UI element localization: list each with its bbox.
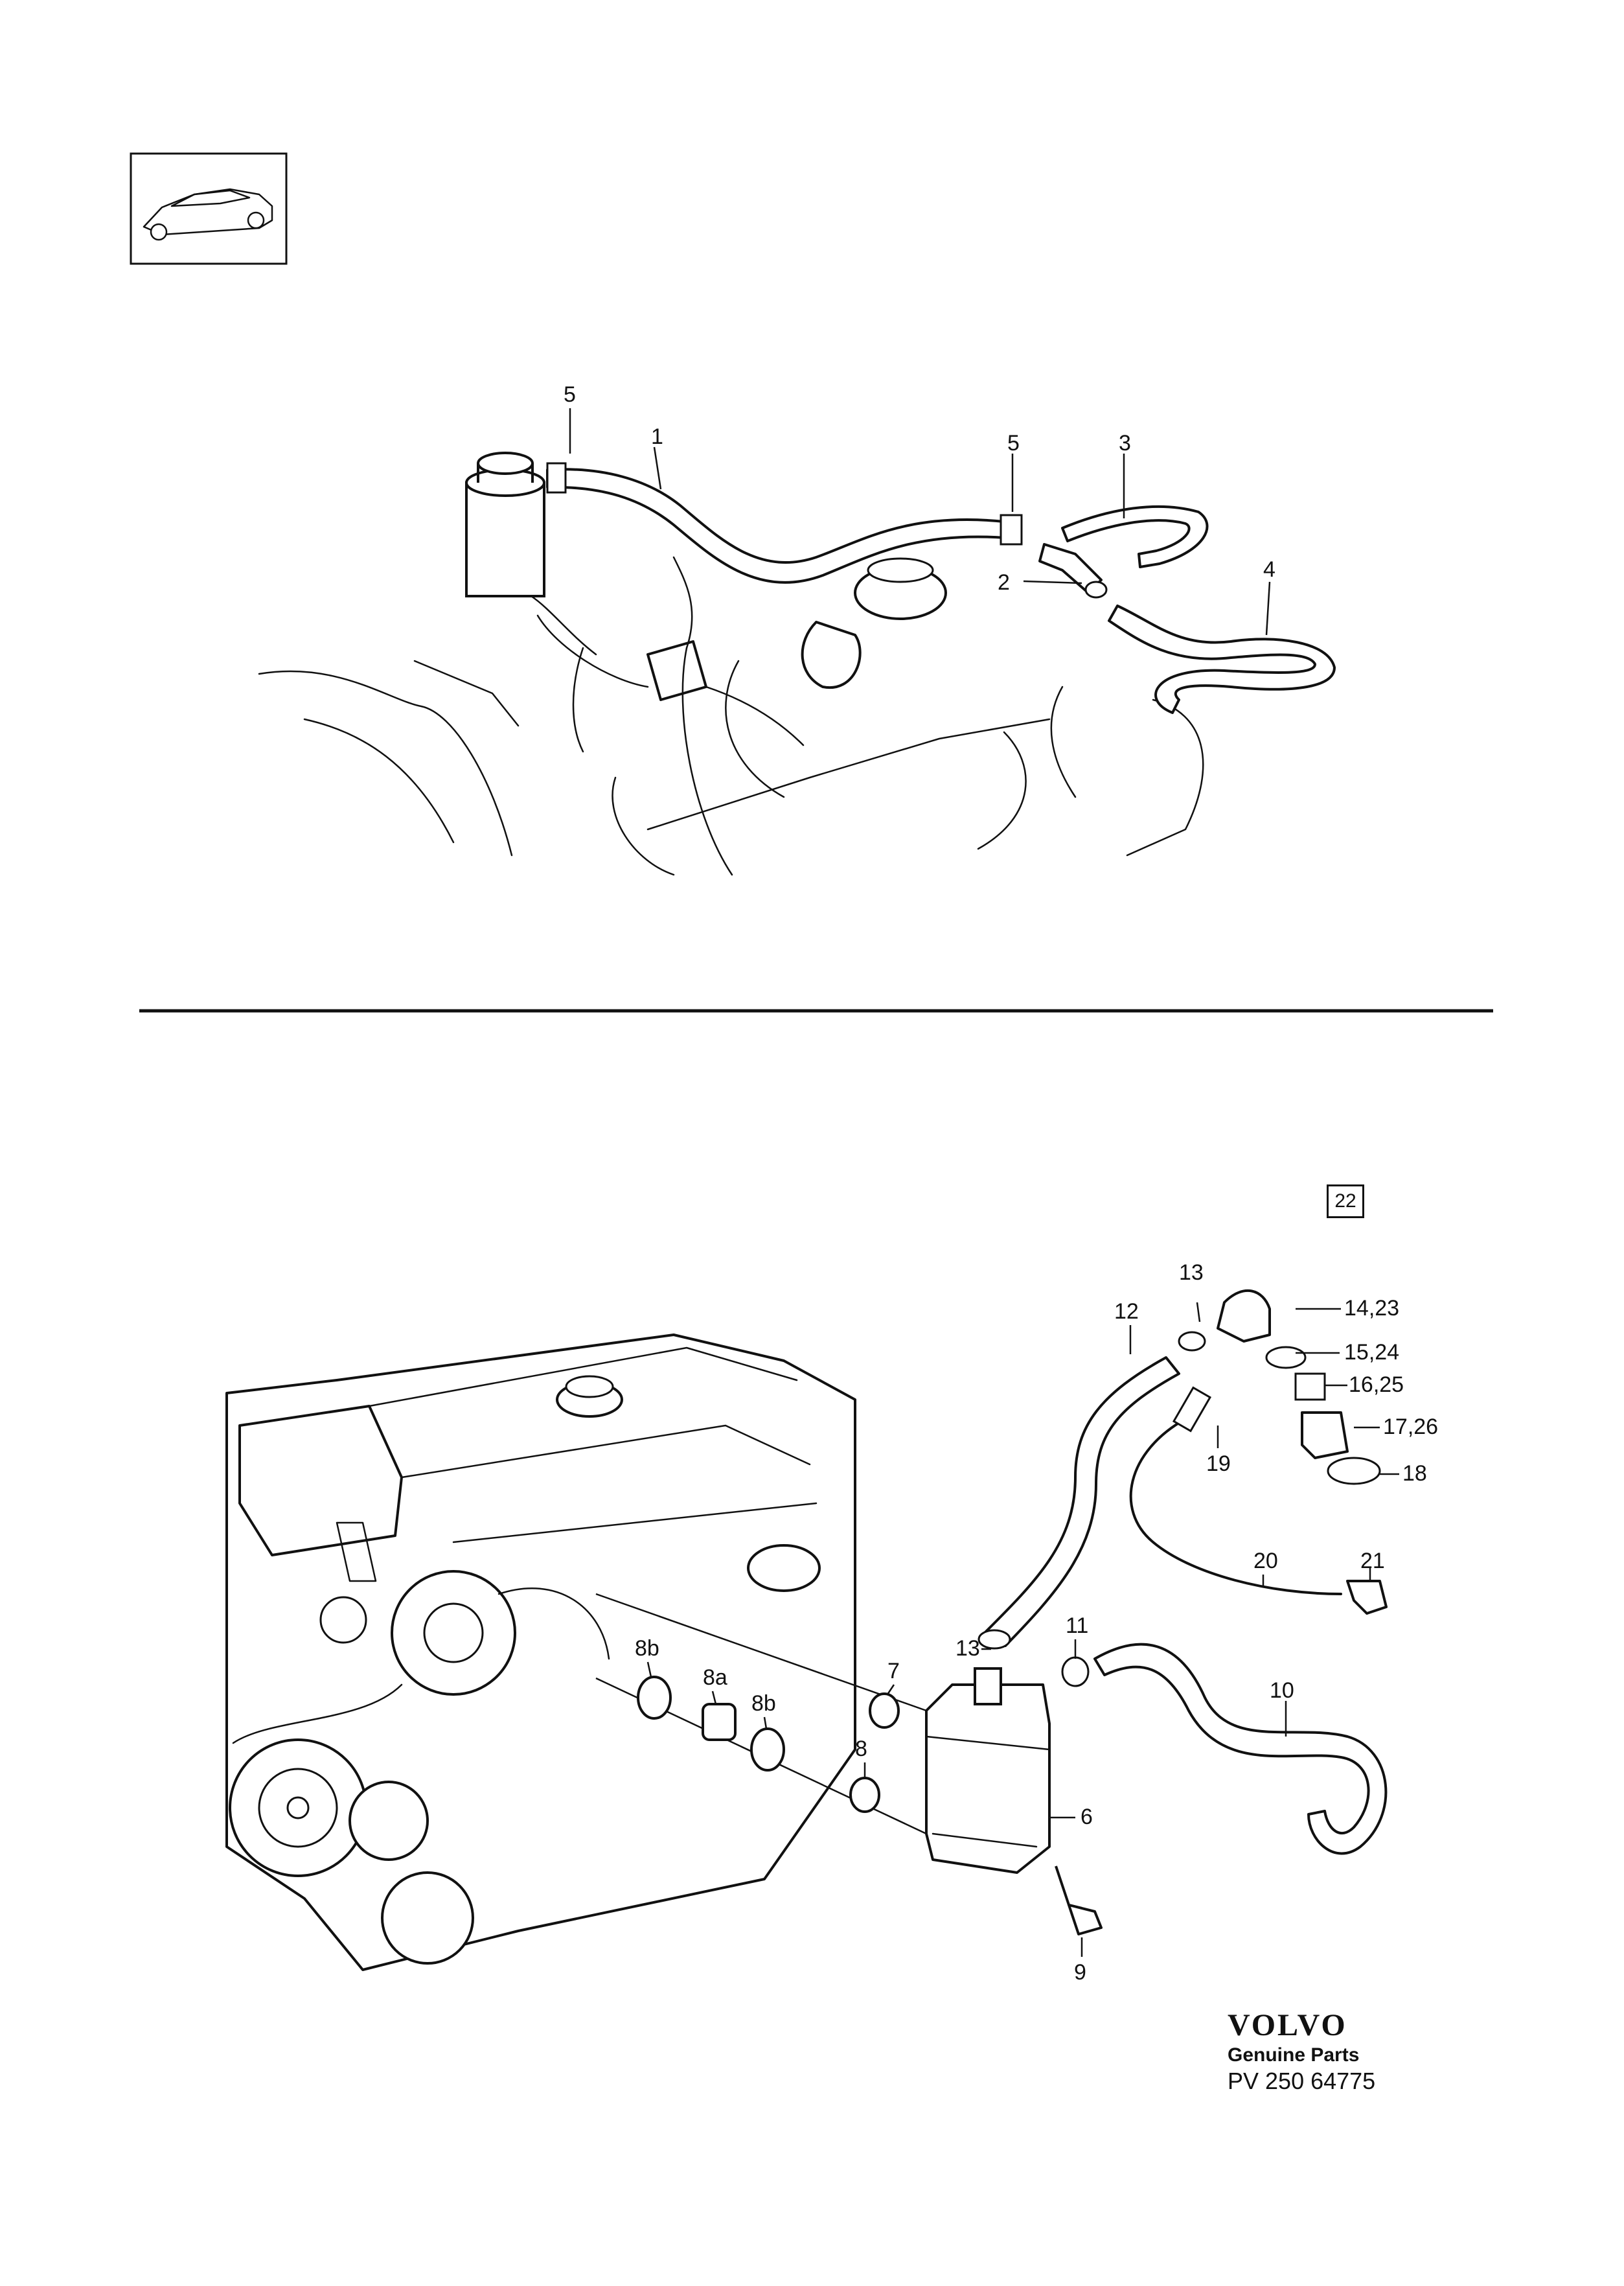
brand-reference: PV 250 64775 (1228, 2068, 1376, 2094)
callout-label: 5 (1007, 431, 1020, 456)
callout-label: 13 (1179, 1260, 1204, 1285)
brand-block: VOLVO Genuine Parts PV 250 64775 (1228, 2007, 1396, 2095)
page-number-box: 22 (1327, 1184, 1364, 1218)
callout-label: 8b (751, 1691, 776, 1716)
callout-label: 7 (887, 1659, 900, 1683)
callout-label: 2 (998, 570, 1010, 595)
callout-label: 21 (1360, 1549, 1385, 1573)
callout-label: 5 (564, 382, 576, 407)
callout-label: 17,26 (1383, 1414, 1438, 1439)
callout-label: 8 (855, 1737, 867, 1761)
callout-label: 11 (1066, 1613, 1088, 1638)
callout-label: 16,25 (1349, 1372, 1404, 1397)
brand-subtitle: Genuine Parts (1228, 2044, 1360, 2066)
callout-label: 20 (1253, 1549, 1278, 1573)
callout-label: 8b (635, 1636, 659, 1661)
callout-label: 6 (1081, 1805, 1093, 1829)
brand-logo: VOLVO (1228, 2008, 1347, 2042)
callout-label: 14,23 (1344, 1296, 1399, 1321)
car-thumbnail-icon (130, 152, 288, 265)
callout-label: 19 (1206, 1451, 1231, 1476)
callout-label: 18 (1402, 1461, 1427, 1486)
callout-label: 8a (703, 1665, 727, 1690)
callout-label: 10 (1270, 1678, 1294, 1703)
callout-label: 13 (955, 1636, 980, 1661)
callout-label: 3 (1119, 431, 1131, 456)
callout-label: 15,24 (1344, 1340, 1399, 1365)
callout-label: 1 (651, 424, 663, 449)
lower-diagram: 13 12 14,23 15,24 16,25 17,26 18 19 20 21 13 11 10 7 8… (225, 1260, 1438, 1985)
callout-label: 9 (1074, 1960, 1086, 1985)
callout-label: 12 (1114, 1299, 1139, 1324)
upper-diagram: 5 1 5 3 2 4 (258, 382, 1336, 876)
callout-label: 4 (1263, 557, 1275, 582)
